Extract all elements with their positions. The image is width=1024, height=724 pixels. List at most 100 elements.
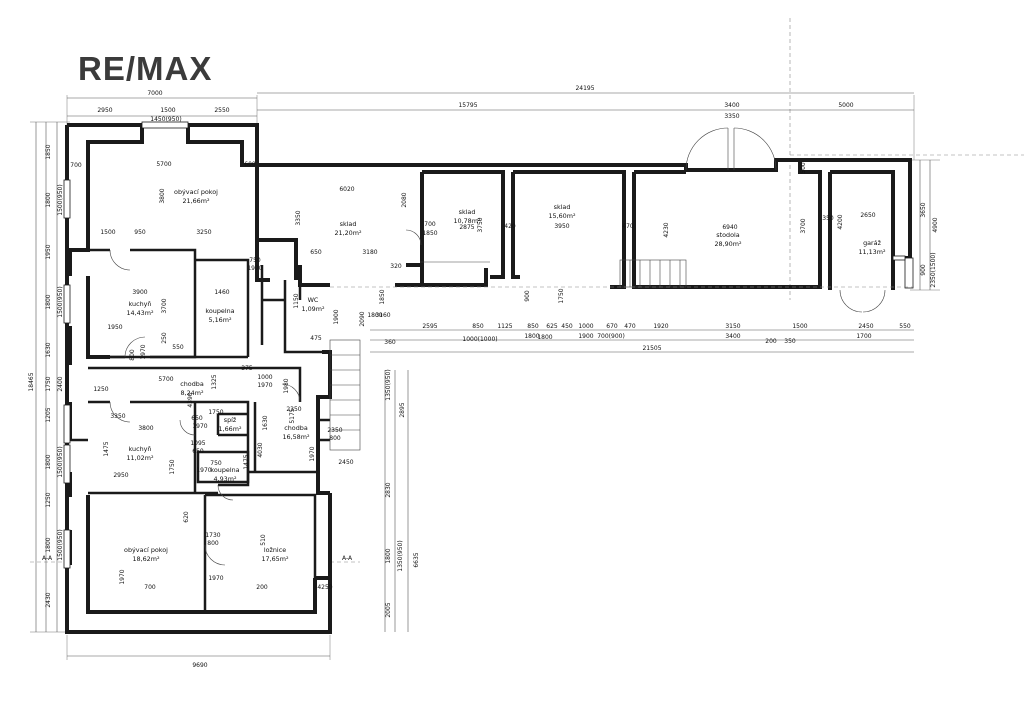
- room-area: 15,60m²: [548, 212, 576, 220]
- dimension-label: 800: [207, 540, 219, 547]
- dimension-label: 1500(950): [57, 529, 64, 560]
- dimension-label: 1900: [578, 333, 593, 340]
- dimension-label: 1730: [205, 532, 220, 539]
- room-area: 1,66m²: [218, 425, 241, 433]
- dimension-label: 200: [256, 584, 268, 591]
- dimension-label: 650: [310, 249, 322, 256]
- dimension-label: 350: [784, 338, 796, 345]
- dimension-label: 950: [134, 229, 146, 236]
- dimension-label: 200: [765, 338, 777, 345]
- dimension-label: 360: [384, 339, 396, 346]
- dimension-label: 320: [390, 263, 402, 270]
- room-area: 1,09m²: [301, 305, 324, 313]
- dimension-label: 1205: [45, 407, 52, 422]
- dimension-label: 5700: [158, 376, 173, 383]
- dimension-label: 550: [899, 323, 911, 330]
- dimension-label: 1500: [100, 229, 115, 236]
- dimension-labels-bottom: 9690: [192, 662, 207, 669]
- dimension-label: 2550: [214, 107, 229, 114]
- dimension-label: 1250: [93, 386, 108, 393]
- dimension-label: 500: [800, 162, 807, 174]
- room-name: sklad: [554, 203, 571, 211]
- dimension-label: 3900: [132, 289, 147, 296]
- dimension-label: 250: [161, 332, 168, 344]
- dimension-label: 700(900): [597, 333, 625, 340]
- dimension-label: 6940: [722, 224, 737, 231]
- dimension-label: 1920: [653, 323, 668, 330]
- dimension-label: 470: [622, 223, 634, 230]
- dimension-label: 6020: [339, 186, 354, 193]
- dimension-label: 1000(1000): [462, 336, 497, 343]
- dimension-label: 3400: [725, 333, 740, 340]
- dimension-label: 375: [241, 365, 253, 372]
- room-labels: obývací pokoj 21,66m² sklad 21,20m² skla…: [124, 188, 886, 563]
- dimension-label: 1800: [524, 333, 539, 340]
- dimension-label: 1800: [45, 192, 52, 207]
- dimension-label: 9690: [192, 662, 207, 669]
- dimension-label: 2595: [422, 323, 437, 330]
- dimension-label: 5000: [838, 102, 853, 109]
- dimension-label: 1750: [558, 288, 565, 303]
- dimension-label: 1800: [537, 334, 552, 341]
- dimension-label: 3350: [724, 113, 739, 120]
- dimension-label: 750: [249, 257, 261, 264]
- dimension-label: 1500(950): [57, 286, 64, 317]
- section-mark-right: A-A: [342, 555, 353, 562]
- dimension-label: 1150: [293, 293, 300, 308]
- remax-logo: RE/MAX: [78, 50, 213, 87]
- interior-walls: [70, 248, 330, 612]
- dimension-label: 625: [546, 323, 558, 330]
- dimension-label: 2450: [338, 459, 353, 466]
- dimension-label: 1750: [169, 459, 176, 474]
- windows: [63, 121, 914, 569]
- dimension-label: 420: [504, 223, 516, 230]
- dimension-label: 900: [524, 290, 531, 302]
- dimension-label: 1950: [107, 324, 122, 331]
- dimension-label: 1475: [243, 454, 250, 469]
- dimension-label: 3350: [295, 210, 302, 225]
- dimension-label: 4390: [187, 392, 194, 407]
- stairs: [329, 259, 914, 451]
- room-name: sklad: [459, 208, 476, 216]
- dimension-label: 2950: [97, 107, 112, 114]
- dimension-label: 1970: [192, 423, 207, 430]
- room-name: sklad: [340, 220, 357, 228]
- dimension-label: 550: [172, 344, 184, 351]
- section-mark-left: A-A: [42, 555, 53, 562]
- room-name: obývací pokoj: [174, 188, 218, 196]
- dimension-label: 4230: [663, 222, 670, 237]
- dimension-label: 350: [822, 215, 834, 222]
- dimension-label: 1700: [856, 333, 871, 340]
- dimension-label: 1500(950): [57, 446, 64, 477]
- dimension-label: 2400: [57, 376, 64, 391]
- dimension-label: 1800: [45, 294, 52, 309]
- room-name: ložnice: [264, 546, 286, 554]
- dimension-label: 21505: [642, 345, 661, 352]
- dimension-label: 1500: [160, 107, 175, 114]
- room-name: kuchyň: [129, 445, 152, 453]
- dimension-label: 1970: [257, 382, 272, 389]
- dimension-label: 3800: [138, 425, 153, 432]
- dimension-label: 1630: [262, 415, 269, 430]
- dimension-label: 3180: [362, 249, 377, 256]
- dimension-label: 850: [527, 323, 539, 330]
- dimension-label: 1630: [45, 342, 52, 357]
- room-name: obývací pokoj: [124, 546, 168, 554]
- dimension-label: 2430: [45, 592, 52, 607]
- room-name: koupelna: [205, 307, 234, 315]
- dimension-label: 3400: [724, 102, 739, 109]
- dimension-label: 3800: [159, 188, 166, 203]
- room-area: 16,58m²: [282, 433, 310, 441]
- dimension-label: 1900: [333, 309, 340, 324]
- dimension-label: 1125: [497, 323, 512, 330]
- dimension-label: 620: [183, 511, 190, 523]
- dimension-label: 1800: [367, 312, 382, 319]
- dimension-label: 3700: [161, 298, 168, 313]
- dimension-label: 2830: [385, 482, 392, 497]
- dimension-label: 6635: [413, 552, 420, 567]
- dimension-label: 1970: [247, 265, 262, 272]
- room-area: 28,90m²: [714, 240, 742, 248]
